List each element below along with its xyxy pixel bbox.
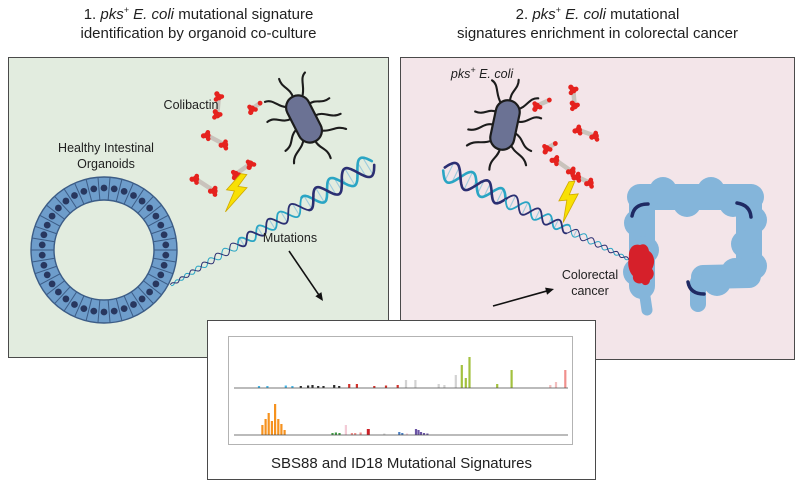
left-title-line2: identification by organoid co-culture	[80, 25, 317, 42]
tumor-icon	[628, 244, 655, 286]
signature-charts-frame	[228, 336, 573, 445]
colorectal-cancer-panel: pks+ E. coli Colorectal cancer	[400, 57, 795, 360]
left-title-rest: mutational signature	[178, 6, 314, 23]
mutations-label: Mutations	[262, 231, 318, 245]
left-panel-art	[30, 71, 376, 324]
lightning-icon	[558, 180, 579, 223]
colibactin-molecule-icon	[189, 173, 218, 197]
signature-result-box: SBS88 and ID18 Mutational Signatures	[207, 320, 596, 480]
colibactin-molecule-icon	[572, 124, 600, 142]
colibactin-molecule-icon	[549, 155, 576, 178]
signature-chart-id18	[234, 404, 568, 436]
colibactin-label: Colibactin	[163, 98, 219, 112]
signature-chart-sbs88	[234, 357, 568, 389]
colorectal-cancer-label: Colorectal cancer	[561, 268, 619, 298]
colon-icon	[623, 177, 767, 316]
left-title-species: pks+ E. coli	[100, 5, 175, 24]
left-title-number: 1.	[83, 6, 97, 23]
colibactin-molecule-icon	[200, 129, 229, 151]
organoid-label: Healthy Intestinal Organoids	[58, 141, 154, 171]
colibactin-molecule-icon	[571, 171, 594, 189]
right-panel-art	[441, 78, 767, 316]
colibactin-molecule-icon	[212, 91, 225, 120]
colibactin-molecule-icon	[230, 159, 257, 181]
bacterium-icon	[465, 78, 543, 171]
colibactin-molecule-icon	[568, 84, 580, 112]
bacterium-icon	[263, 71, 348, 165]
right-title-rest: mutational	[610, 6, 680, 23]
arrow-icon	[492, 287, 554, 307]
lightning-icon	[225, 173, 248, 213]
right-title-line1: 2. pks+ E. coli mutational	[400, 5, 795, 24]
left-panel-title: 1. pks+ E. coli mutational signature ide…	[8, 5, 389, 43]
right-panel-title: 2. pks+ E. coli mutational signatures en…	[400, 5, 795, 43]
dna-icon	[441, 161, 631, 262]
organoid-coculture-panel: Colibactin Healthy Intestinal Organoids …	[8, 57, 389, 358]
dna-icon	[170, 156, 376, 287]
right-title-number: 2.	[515, 6, 529, 23]
right-title-species: pks+ E. coli	[532, 5, 606, 24]
colibactin-molecule-icon	[247, 100, 263, 115]
signature-caption: SBS88 and ID18 Mutational Signatures	[271, 455, 532, 472]
left-title-line1: 1. pks+ E. coli mutational signature	[8, 5, 389, 24]
pks-ecoli-label: pks+ E. coli	[450, 64, 514, 81]
colibactin-molecule-icon	[532, 97, 552, 112]
organoid-icon	[30, 176, 178, 324]
colibactin-molecule-icon	[542, 141, 558, 155]
arrow-icon	[288, 250, 323, 301]
right-title-line2: signatures enrichment in colorectal canc…	[457, 25, 738, 42]
signature-charts	[234, 357, 568, 436]
